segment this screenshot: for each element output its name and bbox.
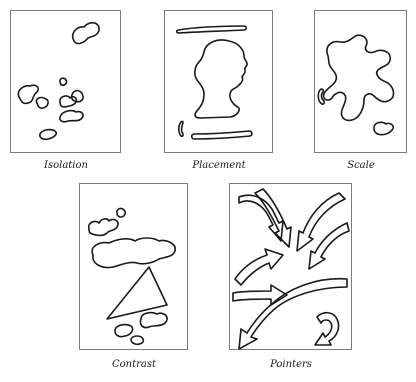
pointers-illustration — [229, 183, 353, 371]
panel-pointers: Pointers — [229, 183, 353, 371]
isolation-illustration — [10, 10, 122, 172]
panel-scale: Scale — [314, 10, 408, 172]
isolation-frame — [11, 11, 121, 153]
caption-placement: Placement — [164, 160, 274, 171]
caption-isolation: Isolation — [10, 160, 122, 171]
contrast-frame — [80, 184, 188, 350]
panel-isolation: Isolation — [10, 10, 122, 172]
placement-illustration — [164, 10, 274, 172]
scale-frame — [315, 11, 407, 153]
caption-pointers: Pointers — [229, 359, 353, 370]
scale-illustration — [314, 10, 408, 172]
panel-contrast: Contrast — [79, 183, 189, 371]
panel-placement: Placement — [164, 10, 274, 172]
pointers-frame — [230, 184, 352, 350]
caption-contrast: Contrast — [79, 359, 189, 370]
caption-scale: Scale — [314, 160, 408, 171]
contrast-illustration — [79, 183, 189, 371]
